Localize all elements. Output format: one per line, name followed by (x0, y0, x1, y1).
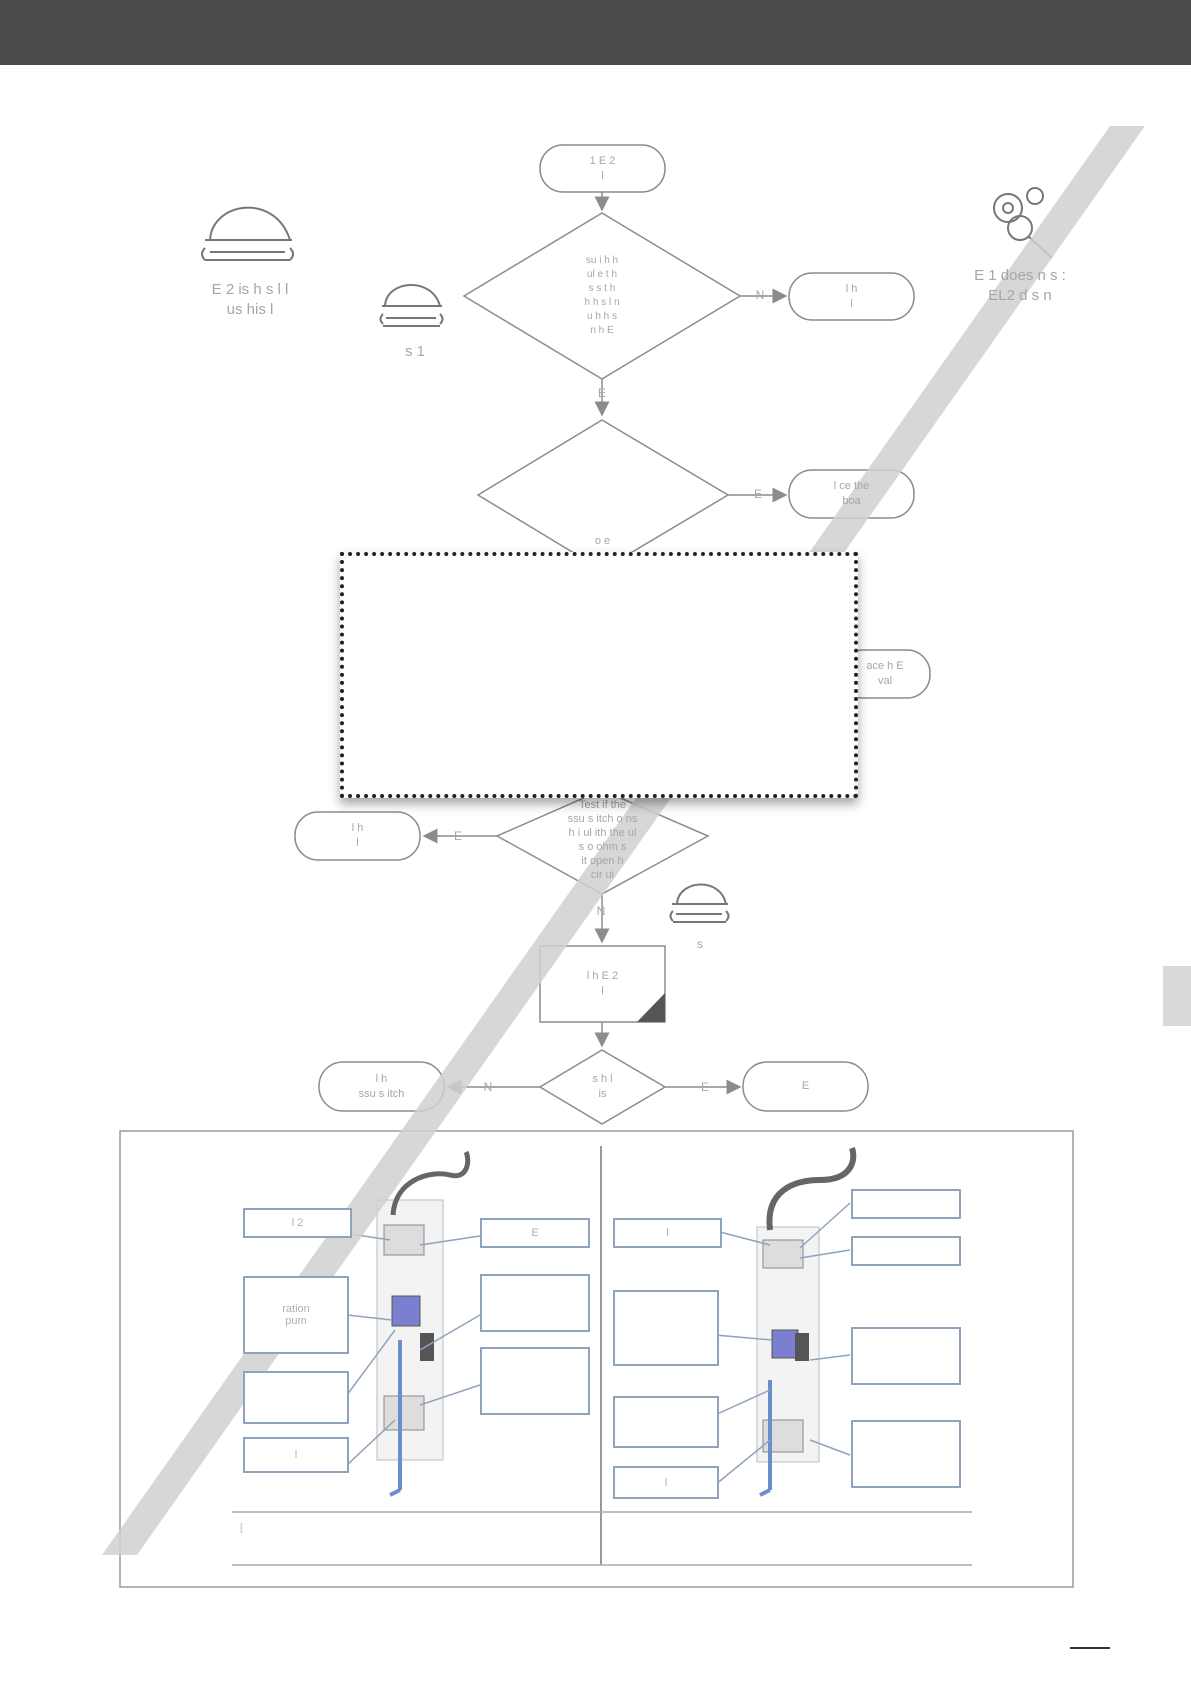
right-callout-4 (613, 1290, 719, 1366)
decision-4-text: s h l is (592, 1073, 613, 1100)
right-callout-8: l (613, 1466, 719, 1499)
decision-1-text: su i h h ul e t h s s t h h h s l n u h … (584, 255, 620, 336)
draft-watermark-stripe (102, 126, 1145, 1555)
left-callout-2: E (480, 1218, 590, 1248)
left-callout-1: l 2 (243, 1208, 352, 1238)
device-illustration-right (756, 1147, 857, 1497)
result-6-node (742, 1061, 869, 1112)
decision-3-no-label: N (596, 904, 606, 918)
right-callout-5 (851, 1327, 961, 1385)
header-bar (0, 0, 1191, 65)
left-callout-3: ration pum (243, 1276, 349, 1354)
right-callout-1: l (613, 1218, 722, 1248)
result-6-label: E (801, 1080, 810, 1092)
decision-4-no-label: N (483, 1080, 493, 1094)
result-1-label: l h l (845, 282, 858, 310)
diagram-frame (119, 1130, 1074, 1588)
result-5-label: l h ssu s itch (358, 1072, 405, 1100)
result-2-label: l ce the boa (833, 480, 870, 507)
result-1-node (788, 272, 915, 321)
right-callout-3 (851, 1236, 961, 1266)
decision-3-yes-label: E (453, 829, 462, 843)
worker-helmet-wrench-icon (201, 206, 294, 261)
process-1-label: l h E 2 l (586, 970, 619, 997)
result-3-label: ace h E val (866, 660, 904, 687)
decision-3-text: Test if the ssu s itch o ns h i ul ith t… (567, 799, 638, 881)
left-callout-5 (243, 1371, 349, 1424)
diagram-caption-left: [ (240, 1523, 243, 1534)
right-icon-caption: E 1 does n s : EL2 d s n (974, 267, 1066, 304)
mid-icon-caption: s 1 (404, 343, 425, 360)
result-4-node (294, 811, 421, 861)
bottom-icon-caption: s (697, 937, 703, 951)
decision-4-yes-label: E (700, 1080, 709, 1094)
result-4-label: l h l (351, 822, 364, 849)
decision-1-no-label: N (755, 288, 765, 302)
page-number-rule (1070, 1647, 1110, 1649)
decision-2-yes-label: E (753, 487, 762, 501)
worker-helmet-wrench-icon (379, 284, 444, 327)
right-callout-2 (851, 1189, 961, 1219)
left-callout-6 (480, 1347, 590, 1415)
section-tab (1163, 966, 1191, 1026)
left-callout-4 (480, 1274, 590, 1332)
left-callout-7: l (243, 1437, 349, 1473)
flow-start-label: 1 E 2 l (589, 154, 616, 182)
decision-2-text: o e (594, 534, 611, 547)
right-callout-7 (851, 1420, 961, 1488)
right-callout-6 (613, 1396, 719, 1448)
worker-helmet-wrench-icon (669, 883, 730, 923)
decision-1-yes-label: E (597, 386, 606, 400)
device-illustration-left (376, 1150, 471, 1497)
decision-4-shape (538, 1049, 667, 1125)
left-icon-caption: E 2 is h s l l us his l (211, 281, 289, 318)
overlay-popup[interactable] (340, 552, 858, 798)
